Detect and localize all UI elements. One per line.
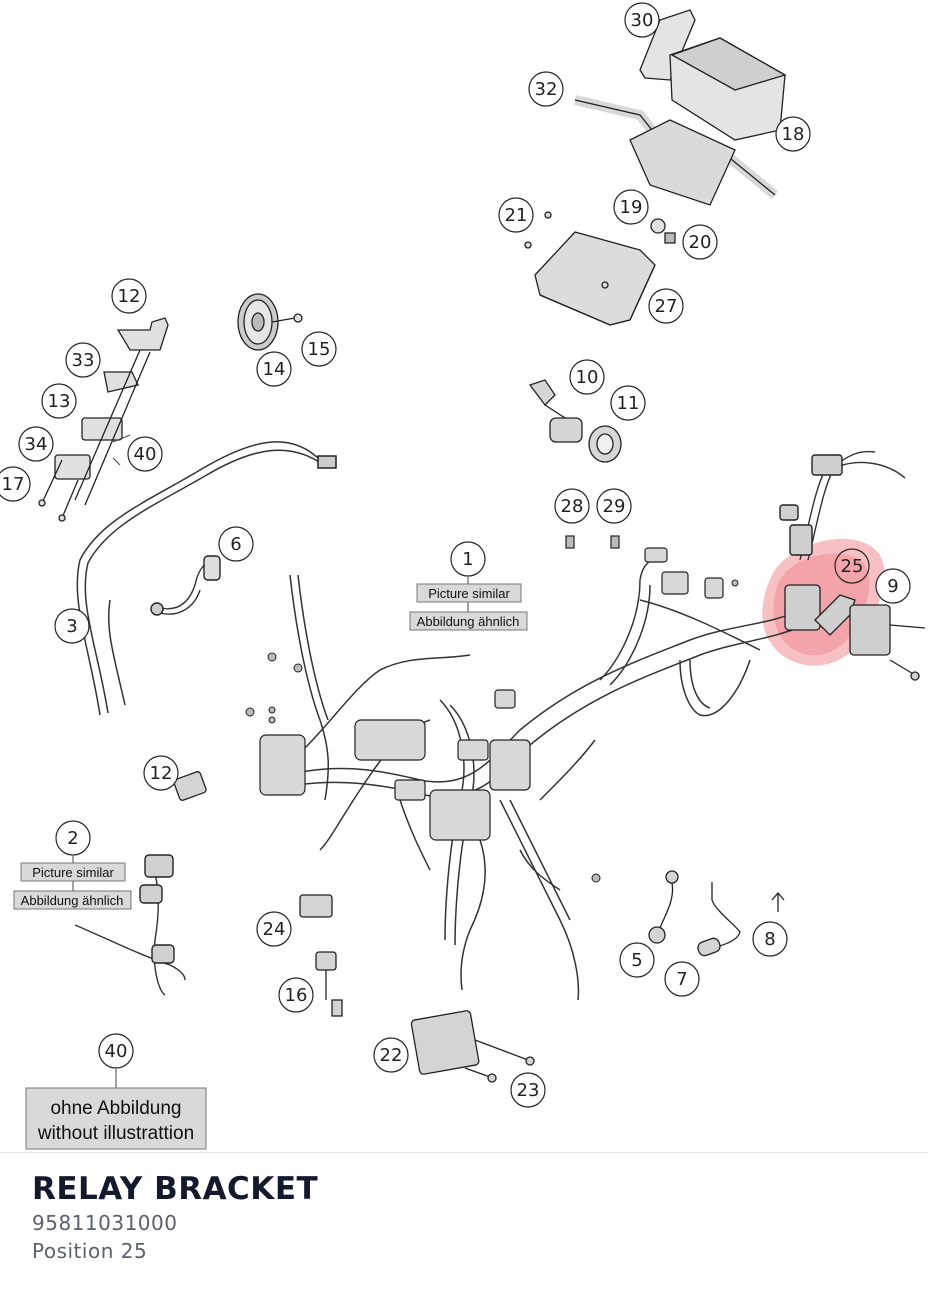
- svg-text:11: 11: [617, 393, 640, 414]
- harness-connectors: [259, 547, 724, 841]
- callout-21[interactable]: 21: [498, 197, 534, 233]
- svg-text:40: 40: [134, 444, 157, 465]
- svg-text:30: 30: [631, 10, 654, 31]
- svg-text:12: 12: [118, 286, 141, 307]
- svg-text:13: 13: [48, 391, 71, 412]
- callout-5[interactable]: 5: [619, 942, 655, 978]
- callout-15[interactable]: 15: [301, 331, 337, 367]
- svg-text:24: 24: [263, 919, 286, 940]
- callout-20[interactable]: 20: [682, 224, 718, 260]
- harness-fasteners: [245, 579, 739, 883]
- callout-6[interactable]: 6: [218, 526, 254, 562]
- part-14-horn: [237, 293, 303, 351]
- part-10-11-socket: [528, 379, 622, 463]
- callout-12-lower[interactable]: 12: [143, 755, 179, 791]
- wiring-harness-diagram: 30 32 18 21 19 20 27 12 33 13 34 40 17 1…: [0, 2, 926, 1150]
- battery-holder: [573, 9, 787, 206]
- svg-text:Picture similar: Picture similar: [428, 586, 510, 601]
- part-info-footer: RELAY BRACKET 95811031000 Position 25: [0, 1152, 928, 1291]
- svg-text:Picture similar: Picture similar: [32, 865, 114, 880]
- svg-text:Abbildung ähnlich: Abbildung ähnlich: [417, 614, 520, 629]
- callout-29[interactable]: 32: [528, 71, 564, 107]
- callout-16[interactable]: 17: [0, 466, 31, 502]
- part-30-31-clips: [565, 535, 620, 549]
- callout-18[interactable]: 18: [775, 116, 811, 152]
- part-2-sub-harness: [74, 854, 186, 996]
- svg-text:20: 20: [689, 232, 712, 253]
- part-25-relay-bracket: [784, 584, 926, 681]
- label-box-2: Picture similar Abbildung ähnlich: [13, 862, 132, 910]
- callout-7[interactable]: 7: [664, 961, 700, 997]
- callout-9[interactable]: 9: [875, 568, 911, 604]
- svg-text:29: 29: [603, 496, 626, 517]
- svg-text:33: 33: [72, 350, 95, 371]
- svg-text:1: 1: [462, 549, 473, 570]
- svg-text:9: 9: [887, 576, 898, 597]
- svg-text:17: 17: [2, 474, 25, 495]
- svg-text:32: 32: [535, 79, 558, 100]
- callout-32[interactable]: 33: [65, 342, 101, 378]
- callout-12-top[interactable]: 12: [111, 278, 147, 314]
- callout-11[interactable]: 11: [610, 385, 646, 421]
- svg-text:40: 40: [105, 1041, 128, 1062]
- svg-text:12: 12: [150, 763, 173, 784]
- svg-text:Abbildung ähnlich: Abbildung ähnlich: [21, 893, 124, 908]
- relay-bracket-stack: [38, 317, 169, 522]
- svg-text:22: 22: [380, 1045, 403, 1066]
- callout-27[interactable]: 27: [648, 288, 684, 324]
- svg-text:18: 18: [782, 124, 805, 145]
- part-number: 95811031000: [32, 1211, 178, 1235]
- part-position: Position 25: [32, 1239, 148, 1263]
- callout-24[interactable]: 24: [256, 911, 292, 947]
- svg-text:19: 19: [620, 197, 643, 218]
- callout-40[interactable]: 40: [98, 1033, 134, 1069]
- svg-text:10: 10: [576, 367, 599, 388]
- svg-text:34: 34: [25, 434, 48, 455]
- svg-text:8: 8: [764, 929, 775, 950]
- svg-text:21: 21: [505, 205, 528, 226]
- svg-text:without illustrattion: without illustrattion: [37, 1123, 194, 1144]
- callout-3[interactable]: 3: [54, 608, 90, 644]
- callout-30[interactable]: 28: [554, 488, 590, 524]
- callout-10[interactable]: 10: [569, 359, 605, 395]
- callout-13[interactable]: 13: [41, 383, 77, 419]
- svg-text:14: 14: [263, 359, 286, 380]
- callout-14[interactable]: 14: [256, 351, 292, 387]
- svg-text:ohne Abbildung: ohne Abbildung: [50, 1098, 181, 1119]
- battery-tray: [524, 211, 676, 326]
- svg-text:6: 6: [230, 534, 241, 555]
- callout-19[interactable]: 19: [613, 189, 649, 225]
- label-box-1: Picture similar Abbildung ähnlich: [409, 583, 528, 631]
- svg-text:3: 3: [66, 616, 77, 637]
- callout-22[interactable]: 22: [373, 1037, 409, 1073]
- callout-25[interactable]: 25: [834, 548, 870, 584]
- svg-text:15: 15: [308, 339, 331, 360]
- label-box-40: ohne Abbildung without illustrattion: [25, 1087, 207, 1150]
- svg-text:7: 7: [676, 969, 687, 990]
- main-wiring-harness: [269, 554, 806, 1001]
- svg-text:16: 16: [285, 985, 308, 1006]
- callout-1[interactable]: 1: [450, 541, 486, 577]
- callout-28[interactable]: 30: [624, 2, 660, 38]
- part-title: RELAY BRACKET: [32, 1171, 319, 1207]
- small-parts: [173, 771, 785, 1083]
- callout-31[interactable]: 29: [596, 488, 632, 524]
- callout-23[interactable]: 23: [510, 1072, 546, 1108]
- leader-lines: [72, 434, 469, 1088]
- svg-text:25: 25: [841, 556, 864, 577]
- harness-branch-top-right: [779, 450, 906, 561]
- svg-text:5: 5: [631, 950, 642, 971]
- part-6-sensor: [150, 555, 221, 616]
- callout-34[interactable]: 40: [127, 436, 163, 472]
- svg-text:28: 28: [561, 496, 584, 517]
- svg-text:27: 27: [655, 296, 678, 317]
- callout-2[interactable]: 2: [55, 820, 91, 856]
- svg-text:2: 2: [67, 828, 78, 849]
- callout-17[interactable]: 16: [278, 977, 314, 1013]
- svg-text:23: 23: [517, 1080, 540, 1101]
- callout-8[interactable]: 8: [752, 921, 788, 957]
- callout-33[interactable]: 34: [18, 426, 54, 462]
